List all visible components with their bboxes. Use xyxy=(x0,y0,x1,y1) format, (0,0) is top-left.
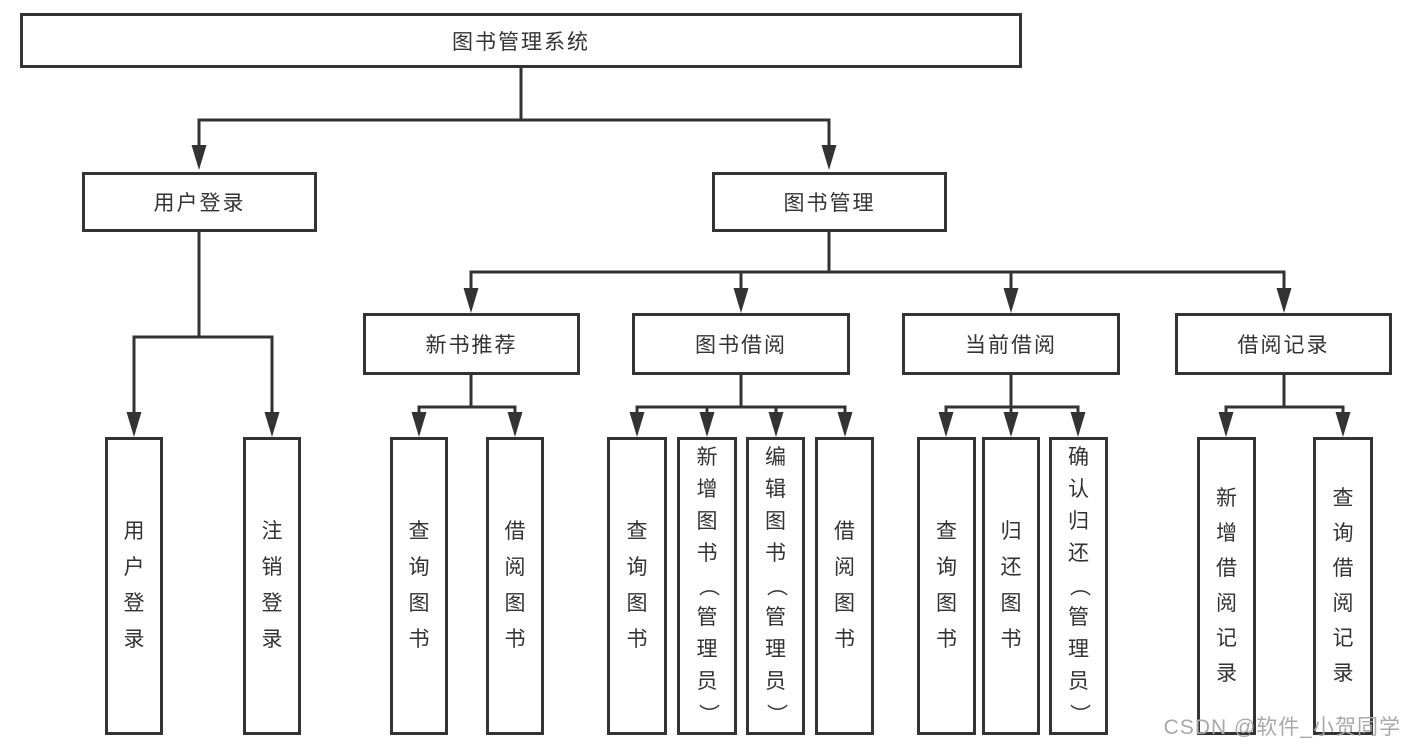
node-label: 查询借阅记录 xyxy=(1332,487,1354,685)
node-label: 新书推荐 xyxy=(425,334,518,357)
node-leaf-query-book-2: 查询图书 xyxy=(607,437,667,735)
node-leaf-confirm-return-admin: 确认归还（管理员） xyxy=(1049,437,1108,735)
node-label: 图书管理 xyxy=(783,192,876,215)
arrowhead-icon xyxy=(1003,412,1019,437)
arrowhead-icon xyxy=(837,412,853,437)
node-label: 归还图书 xyxy=(1000,520,1022,651)
arrowhead-icon xyxy=(629,412,645,437)
node-leaf-query-book-3: 查询图书 xyxy=(917,437,976,735)
node-leaf-add-book-admin: 新增图书（管理员） xyxy=(677,437,737,735)
node-leaf-query-borrow-record: 查询借阅记录 xyxy=(1313,437,1373,735)
node-leaf-borrow-book-1: 借阅图书 xyxy=(486,437,544,735)
node-label: 新增图书（管理员） xyxy=(696,446,719,725)
arrowhead-icon xyxy=(821,145,837,170)
arrowhead-icon xyxy=(938,412,954,437)
node-new-book-recommend: 新书推荐 xyxy=(363,313,580,375)
node-book-borrowing: 图书借阅 xyxy=(632,313,850,375)
node-leaf-logout: 注销登录 xyxy=(243,437,301,735)
arrowhead-icon xyxy=(699,412,715,437)
arrowhead-icon xyxy=(1218,412,1234,437)
node-label: 借阅图书 xyxy=(834,520,855,651)
node-label: 编辑图书（管理员） xyxy=(764,446,788,725)
node-leaf-edit-book-admin: 编辑图书（管理员） xyxy=(746,437,805,735)
arrowhead-icon xyxy=(768,412,784,437)
node-label: 图书管理系统 xyxy=(452,30,590,54)
node-root: 图书管理系统 xyxy=(20,13,1022,68)
node-leaf-add-borrow-record: 新增借阅记录 xyxy=(1197,437,1256,735)
arrowhead-icon xyxy=(463,288,479,313)
arrowhead-icon xyxy=(264,412,280,437)
arrowhead-icon xyxy=(411,412,427,437)
node-label: 借阅记录 xyxy=(1237,334,1330,357)
node-label: 用户登录 xyxy=(153,192,246,215)
node-leaf-query-book-1: 查询图书 xyxy=(390,437,448,735)
node-book-management: 图书管理 xyxy=(712,172,947,232)
arrowhead-icon xyxy=(1276,288,1292,313)
arrowhead-icon xyxy=(1003,288,1019,313)
node-label: 当前借阅 xyxy=(965,334,1057,357)
node-user-login: 用户登录 xyxy=(82,172,317,232)
node-leaf-borrow-book-2: 借阅图书 xyxy=(815,437,874,735)
node-label: 图书借阅 xyxy=(695,334,787,357)
arrowhead-icon xyxy=(1335,412,1351,437)
arrowhead-icon xyxy=(507,412,523,437)
node-label: 查询图书 xyxy=(936,520,957,651)
node-label: 查询图书 xyxy=(408,520,430,651)
node-label: 确认归还（管理员） xyxy=(1067,446,1091,725)
node-label: 借阅图书 xyxy=(504,520,526,651)
node-leaf-user-login: 用户登录 xyxy=(105,437,163,735)
node-label: 查询图书 xyxy=(626,520,648,651)
node-borrowing-records: 借阅记录 xyxy=(1175,313,1392,375)
arrowhead-icon xyxy=(126,412,142,437)
node-leaf-return-book: 归还图书 xyxy=(982,437,1040,735)
watermark: CSDN @软件_小贺同学 xyxy=(1163,716,1401,739)
node-current-borrowing: 当前借阅 xyxy=(902,313,1120,375)
arrowhead-icon xyxy=(1070,412,1086,437)
node-label: 用户登录 xyxy=(123,520,145,651)
arrowhead-icon xyxy=(733,288,749,313)
node-label: 注销登录 xyxy=(261,520,283,651)
node-label: 新增借阅记录 xyxy=(1216,487,1237,685)
arrowhead-icon xyxy=(191,145,207,170)
